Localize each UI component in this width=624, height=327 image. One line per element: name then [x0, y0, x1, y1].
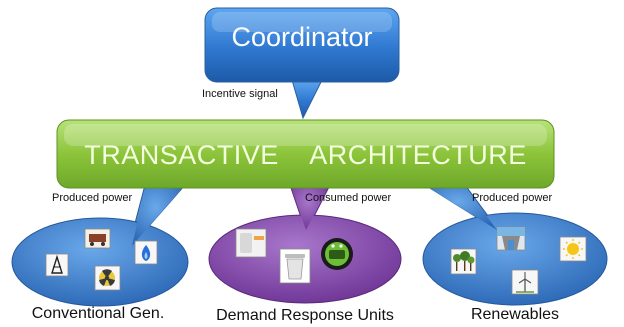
washing-machine-icon [235, 228, 267, 258]
renewables-label: Renewables [470, 306, 560, 323]
trash-bin-icon [279, 248, 311, 284]
smart-appliance-icon [321, 238, 353, 270]
wind-turbine-icon [511, 269, 539, 295]
sun-icon [559, 236, 587, 262]
coal-train-icon [84, 228, 111, 249]
conventional-gen-label: Conventional Gen. [31, 305, 165, 322]
wind-farm-icon [450, 248, 477, 275]
produced-power-left-label: Produced power [52, 192, 133, 204]
renewables-node [422, 184, 608, 306]
nuclear-plant-icon [94, 265, 121, 291]
architecture-node [56, 119, 555, 189]
demand-response-label: Demand Response Units [216, 307, 394, 324]
conventional-gen-node [11, 184, 189, 307]
incentive-signal-label: Incentive signal [202, 88, 278, 100]
coordinator-node [204, 7, 400, 120]
gas-flame-icon [134, 240, 158, 265]
oil-derrick-icon [45, 253, 69, 277]
coordinator-label: Coordinator [231, 22, 373, 52]
consumed-power-label: Consumed power [305, 192, 392, 204]
hydro-dam-icon [496, 226, 526, 251]
architecture-label: TRANSACTIVE ARCHITECTURE [84, 140, 527, 170]
produced-power-right-label: Produced power [472, 192, 553, 204]
